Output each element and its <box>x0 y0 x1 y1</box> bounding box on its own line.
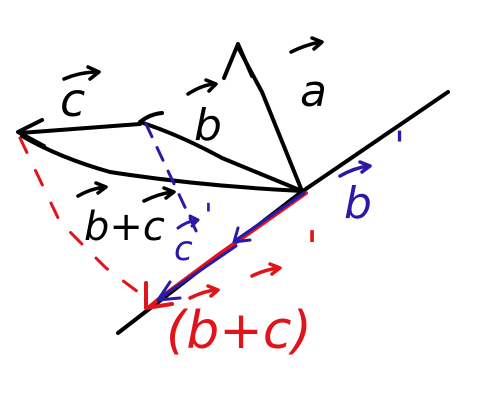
label-c: c <box>60 65 101 127</box>
label-c-projection-arrow <box>176 214 200 230</box>
label-c-text: c <box>60 73 85 127</box>
label-a: a <box>289 36 327 117</box>
label-b-text: b <box>194 100 222 151</box>
b-tip-projection-dash <box>144 122 200 237</box>
label-a-text: a <box>300 66 327 117</box>
label-b-projection-arrow <box>338 160 372 178</box>
label-b-projection-prime: ' <box>394 124 405 170</box>
label-b-plus-c-arrow-c <box>142 186 176 203</box>
label-c-projection: c ' <box>174 196 213 269</box>
vector-b-plus-c <box>20 134 304 193</box>
label-b-arrow <box>186 78 218 96</box>
vector-b <box>138 111 304 193</box>
vector-a-arrowhead <box>222 42 254 80</box>
label-b-plus-c-projection-arrow-b <box>188 284 220 300</box>
label-b-plus-c-projection-arrow-c <box>250 262 282 278</box>
label-a-arrow <box>289 36 324 54</box>
label-c-projection-prime: ' <box>204 196 213 234</box>
label-b: b <box>186 78 222 151</box>
label-b-projection: b ' <box>338 124 405 229</box>
b-plus-c-tip-projection-dash <box>18 136 140 294</box>
b-projection-arrowhead <box>232 226 252 244</box>
label-b-plus-c-text: b+c <box>84 204 165 250</box>
b-projection-vector <box>232 191 306 244</box>
label-b-plus-c-arrow-b <box>76 181 108 198</box>
c-projection-vector <box>156 244 238 302</box>
vector-a <box>222 42 304 193</box>
label-b-plus-c-projection-text: (b+c) <box>166 301 312 361</box>
label-b-plus-c-projection-prime: ' <box>306 222 318 273</box>
label-b-plus-c: b+c <box>76 181 176 250</box>
label-c-projection-text: c <box>174 229 193 269</box>
label-b-projection-text: b <box>344 178 372 229</box>
label-b-plus-c-projection: (b+c) ' <box>166 222 318 361</box>
label-c-arrow <box>62 65 101 81</box>
b-plus-c-projection-arrowhead <box>144 281 174 310</box>
c-projection-arrowhead <box>156 280 182 302</box>
